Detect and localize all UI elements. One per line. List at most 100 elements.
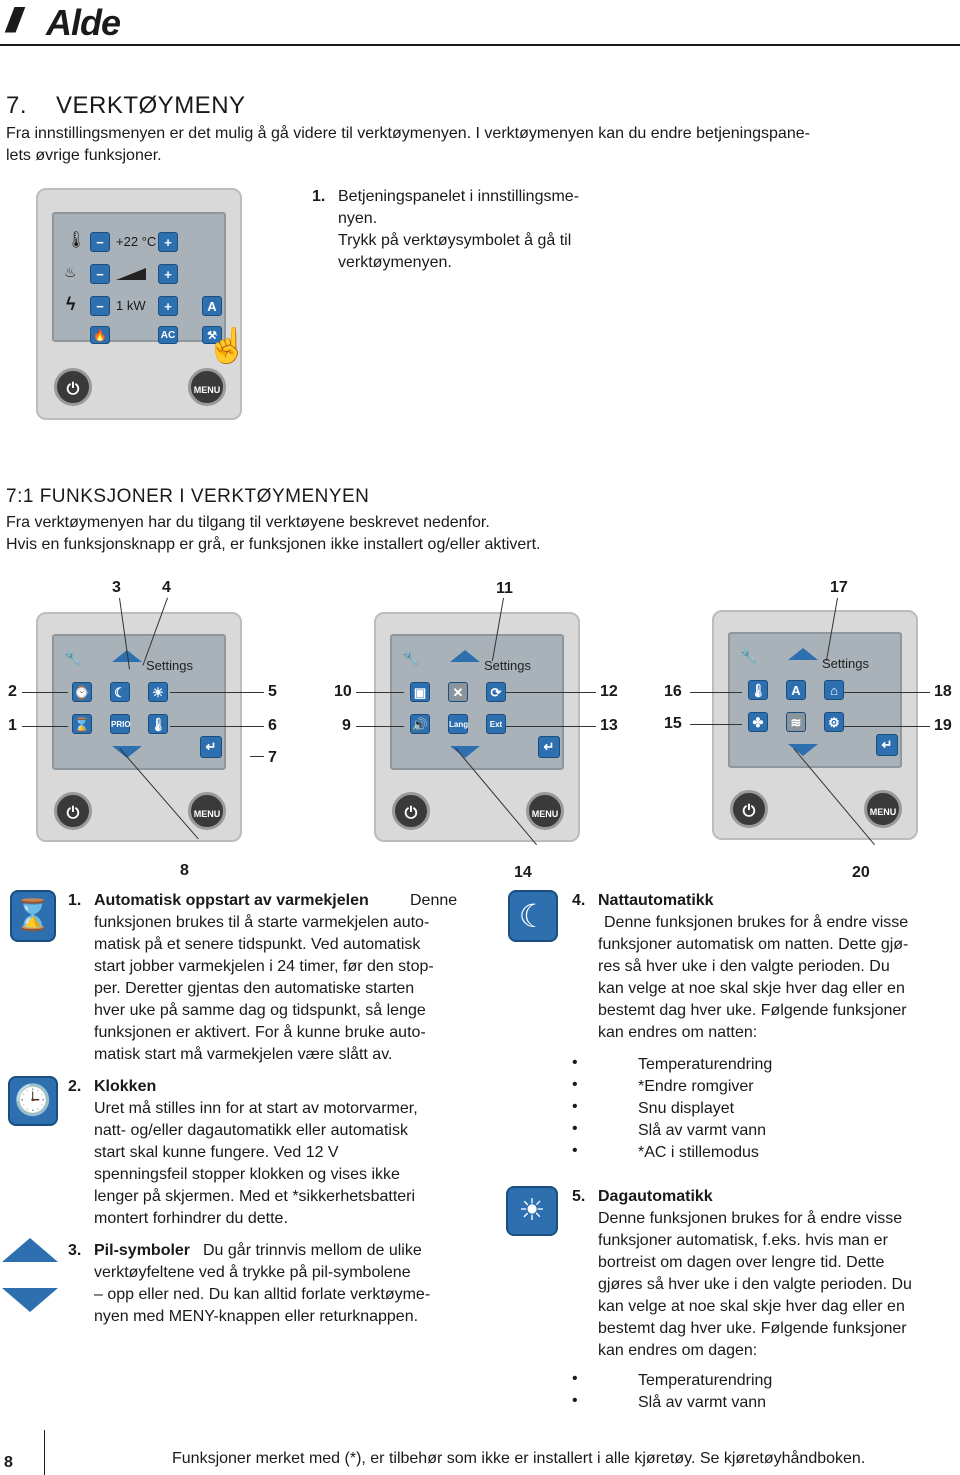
lang-button[interactable]: Lang [448,714,468,734]
fan-button[interactable]: ✤ [748,712,768,732]
sun-button[interactable]: ☀ [148,682,168,702]
power-button[interactable]: ⏻ [392,792,430,830]
callout-6: 6 [268,717,277,734]
hourglass-button[interactable]: ⌛ [72,714,92,734]
tool-screen-2: 🔧 Settings ▣ ✕ ⟳ 🔊 Lang Ext ↵ [390,634,564,770]
header-rule [0,44,960,46]
callout-10: 10 [334,683,352,700]
callout-4: 4 [162,579,171,596]
item-4-bullet: *AC i stillemodus [638,1144,759,1161]
sound-button[interactable]: 🔊 [410,714,430,734]
item-4-line: res så hver uke i den valgte perioden. D… [598,958,890,975]
item-3-line: nyen med MENY-knappen eller returknappen… [94,1308,419,1325]
power-minus-button[interactable]: − [90,296,110,316]
auto-button[interactable]: A [202,296,222,316]
logo: /// Alde [6,2,156,43]
item-1-line: Denne [410,892,458,909]
temp-minus-button[interactable]: − [90,232,110,252]
rotate-button[interactable]: ⟳ [486,682,506,702]
settings-label: Settings [822,656,869,671]
step-1-line-3: Trykk på verktøysymbolet å gå til [338,232,572,249]
water-plus-button[interactable]: + [158,264,178,284]
thermometer-button[interactable]: 🌡 [148,714,168,734]
arrow-up-button[interactable] [450,650,480,662]
item-1-line: start jobber varmekjelen i 24 timer, før… [94,958,434,975]
leader-line [170,692,264,693]
temp-plus-button[interactable]: + [158,232,178,252]
callout-13: 13 [600,717,618,734]
item-1-line: per. Deretter gjentas den automatiske st… [94,980,415,997]
item-1-line: funksjonen brukes til å starte varmekjel… [94,914,430,931]
ext-button[interactable]: Ext [486,714,506,734]
item-5-number: 5. [572,1188,586,1205]
gas-flame-button[interactable]: 🔥 [90,326,110,344]
menu-button[interactable]: MENU [188,792,226,830]
moon-icon: ☾ [508,890,558,942]
item-4-line: kan velge at noe skal skje hver dag elle… [598,980,905,997]
item-2-title: Klokken [94,1078,157,1095]
menu-button[interactable]: MENU [188,368,226,406]
display-panel-button[interactable]: ▣ [410,682,430,702]
bullet: • [572,1370,578,1387]
thermostat-button[interactable]: 🌡 [748,680,768,700]
power-plus-button[interactable]: + [158,296,178,316]
callout-17: 17 [830,579,848,596]
item-3-line: verktøyfeltene ved å trykke på pil-symbo… [94,1264,411,1281]
power-button[interactable]: ⏻ [54,368,92,406]
callout-19: 19 [934,717,952,734]
item-2-line: Uret må stilles inn for at start av moto… [94,1100,418,1117]
footer-separator [44,1430,45,1475]
temp-value: +22 °C [116,234,157,249]
item-4-bullet: Temperaturendring [638,1056,773,1073]
logo-mark: /// [6,2,23,40]
item-1-line: funksjonen er aktivert. For å kunne bruk… [94,1024,426,1041]
subsection-title: 7:1 FUNKSJONER I VERKTØYMENYEN [6,486,370,507]
menu-button[interactable]: MENU [526,792,564,830]
water-level-icon [116,268,146,280]
arrow-down-button[interactable] [788,744,818,756]
item-2-line: lenger på skjermen. Med et *sikkerhetsba… [94,1188,416,1205]
tool-screen-1: 🔧 Settings ⌚ ☾ ☀ ⌛ PRIO 🌡 ↵ [52,634,226,770]
leader-line [844,726,930,727]
leader-line [356,726,404,727]
thermometer-icon: 🌡 [66,232,87,249]
return-button[interactable]: ↵ [200,736,222,758]
engine-heater-button[interactable]: ⚙ [824,712,844,732]
arrow-down-icon [2,1288,58,1312]
floor-heat-button[interactable]: ≋ [786,712,806,732]
pointing-hand-icon: ☝ [206,327,249,365]
item-4-number: 4. [572,892,586,909]
leader-line [250,756,264,757]
tool-button[interactable]: ⚒ [202,326,222,344]
callout-12: 12 [600,683,618,700]
ac-button[interactable]: AC [158,326,178,344]
wrench-icon: 🔧 [740,648,758,664]
prio-button[interactable]: PRIO [110,714,131,734]
house-button[interactable]: ⌂ [824,680,844,700]
menu-button[interactable]: MENU [864,790,902,828]
leader-line [22,726,68,727]
item-5-line: Denne funksjonen brukes for å endre viss… [598,1210,903,1227]
item-4-bullet: Snu displayet [638,1100,735,1117]
water-minus-button[interactable]: − [90,264,110,284]
item-1-line: matisk på et senere tidspunkt. Ved autom… [94,936,421,953]
callout-2: 2 [8,683,17,700]
callout-9: 9 [342,717,351,734]
power-button[interactable]: ⏻ [730,790,768,828]
subsection-line-1: Fra verktøymenyen har du tilgang til ver… [6,514,490,531]
arrow-up-button[interactable] [788,648,818,660]
callout-14: 14 [514,864,532,881]
no-ac-button[interactable]: ✕ [448,682,468,702]
power-button[interactable]: ⏻ [54,792,92,830]
logo-text: Alde [46,2,121,43]
leader-line [690,692,742,693]
auto-heat-button[interactable]: A [786,680,806,700]
return-button[interactable]: ↵ [538,736,560,758]
power-value: 1 kW [116,298,146,313]
bullet: • [572,1098,578,1115]
return-button[interactable]: ↵ [876,734,898,756]
step-1-number: 1. [312,188,326,205]
clock-button[interactable]: ⌚ [72,682,92,702]
moon-button[interactable]: ☾ [110,682,130,702]
item-5-line: kan endres om dagen: [598,1342,758,1359]
